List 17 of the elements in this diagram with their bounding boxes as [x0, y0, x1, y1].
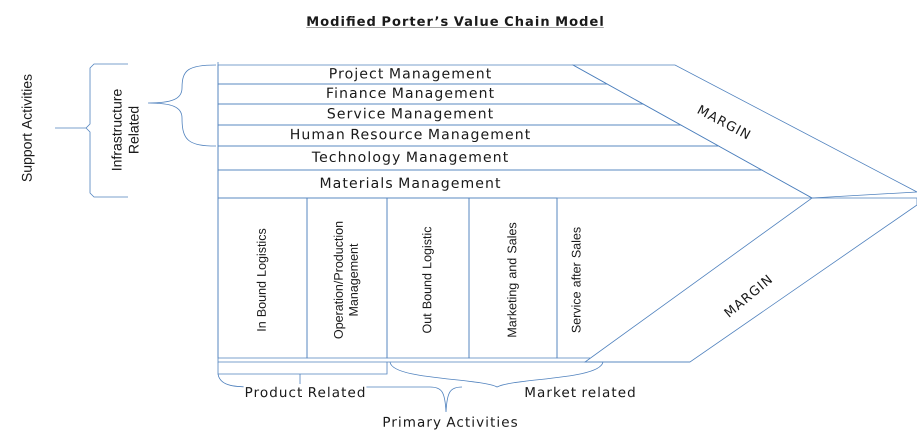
- activity-band: Human Resource Management: [218, 124, 720, 146]
- group-label: Primary Activities: [381, 415, 519, 430]
- group-label: Market related: [523, 386, 637, 398]
- activity-band: Technology Management: [218, 146, 764, 170]
- activity-band: Materials Management: [218, 170, 814, 198]
- activity-band: Finance Management: [218, 84, 645, 104]
- activity-band: Project Management: [218, 64, 609, 84]
- activity-column: Service after Sales: [556, 198, 590, 358]
- group-label: Support Activities: [21, 74, 35, 182]
- activity-column: Marketing and Sales: [468, 198, 558, 358]
- title: Modified Porter’s Value Chain Model: [306, 16, 604, 28]
- group-label: Infrastructure Related: [111, 89, 139, 170]
- group-label: Product Related: [244, 386, 366, 398]
- activity-column: In Bound Logistics: [218, 198, 308, 358]
- activity-column: Operation/Production Management: [306, 198, 388, 358]
- activity-band: Service Management: [218, 104, 682, 126]
- activity-column: Out Bound Logistic: [386, 198, 470, 358]
